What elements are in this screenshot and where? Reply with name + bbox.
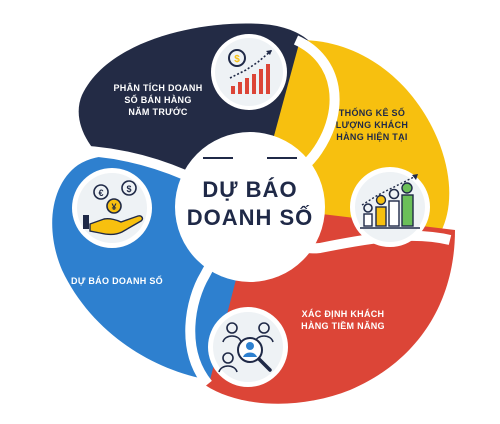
center-title-line-2: DOANH SỐ	[186, 205, 314, 230]
money-growth-chart-icon: $	[211, 34, 287, 110]
center-title: DỰ BÁO DOANH SỐ	[175, 176, 325, 232]
segment-top-label-line-2: SỐ BÁN HÀNG	[124, 95, 192, 105]
center-circle	[175, 132, 325, 282]
segment-right-label-line-2: LƯỢNG KHÁCH	[335, 120, 409, 130]
svg-text:€: €	[98, 188, 103, 198]
segment-top-label-line-1: PHÂN TÍCH DOANH	[113, 83, 203, 93]
segment-bottom-label-line-2: HÀNG TIỀM NĂNG	[301, 321, 385, 331]
segment-right-label-line-3: HÀNG HIỆN TẠI	[336, 132, 408, 142]
segment-left-label-line-1: DỰ BÁO DOANH SỐ	[71, 276, 163, 286]
svg-text:$: $	[234, 54, 240, 65]
center-title-line-1: DỰ BÁO	[202, 177, 298, 202]
segment-top-label: PHÂN TÍCH DOANH SỐ BÁN HÀNG NĂM TRƯỚC	[108, 82, 208, 118]
svg-text:¥: ¥	[111, 202, 116, 212]
customer-search-icon	[208, 307, 288, 387]
svg-text:$: $	[126, 184, 131, 194]
segment-bottom-label-line-1: XÁC ĐỊNH KHÁCH	[301, 309, 385, 319]
segment-right-label-line-1: THỐNG KÊ SỐ	[338, 108, 406, 118]
segment-bottom-label: XÁC ĐỊNH KHÁCH HÀNG TIỀM NĂNG	[288, 308, 398, 332]
segment-left-label: DỰ BÁO DOANH SỐ	[62, 275, 172, 287]
people-statistics-icon	[350, 167, 430, 247]
segment-top-label-line-3: NĂM TRƯỚC	[128, 107, 188, 117]
hand-coins-icon: € $ ¥	[72, 168, 152, 248]
segment-right-label: THỐNG KÊ SỐ LƯỢNG KHÁCH HÀNG HIỆN TẠI	[322, 107, 422, 143]
